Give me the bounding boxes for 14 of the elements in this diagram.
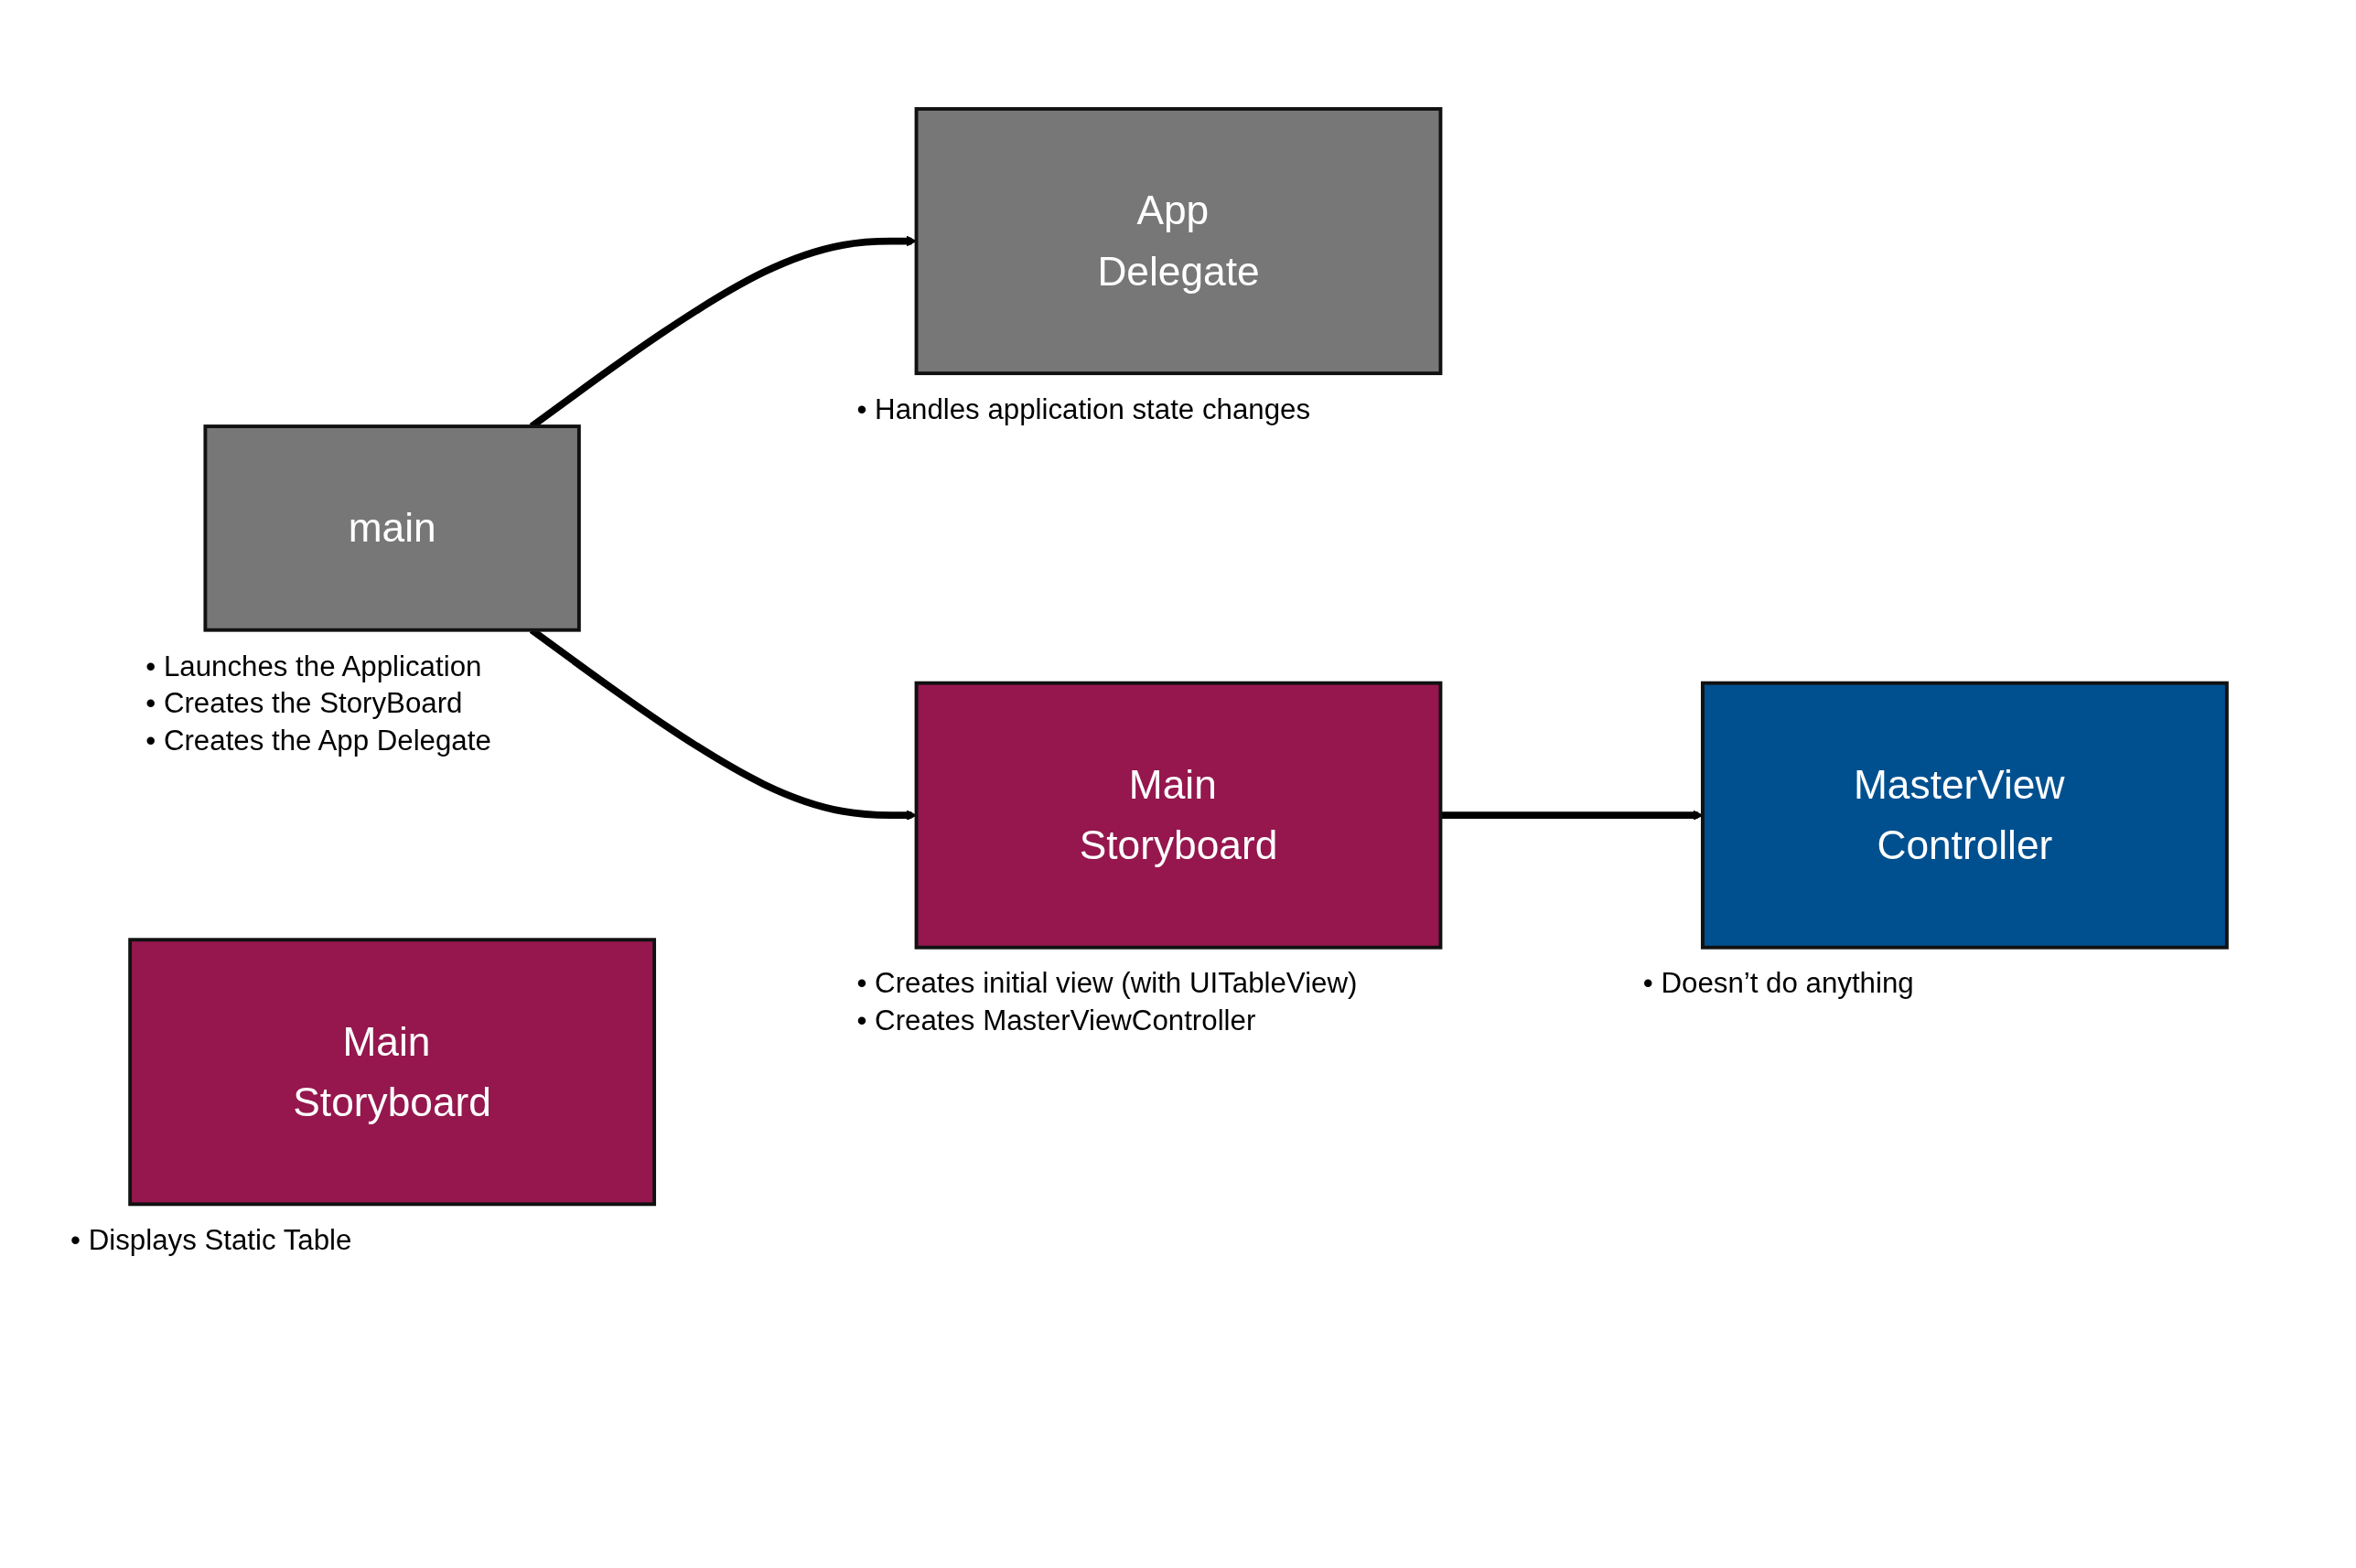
node-box: Main Storyboard — [127, 938, 656, 1207]
node-box: MasterView Controller — [1700, 681, 2229, 950]
bullet-note: • Creates MasterViewController — [855, 1003, 1256, 1038]
bullet-note: • Launches the Application — [145, 648, 482, 684]
bullet-note: • Creates the StoryBoard — [145, 685, 463, 721]
bullet-note: • Doesn’t do anything — [1642, 965, 1915, 1001]
node-box: App Delegate — [914, 107, 1442, 376]
node-box: Main Storyboard — [914, 681, 1442, 950]
bullet-note: • Displays Static Table — [70, 1222, 352, 1258]
bullet-note: • Creates the App Delegate — [145, 722, 492, 758]
bullet-note: • Handles application state changes — [855, 391, 1311, 427]
arrow — [1439, 810, 1703, 821]
node-box: main — [202, 424, 581, 632]
bullet-note: • Creates initial view (with UITableView) — [855, 965, 1358, 1001]
